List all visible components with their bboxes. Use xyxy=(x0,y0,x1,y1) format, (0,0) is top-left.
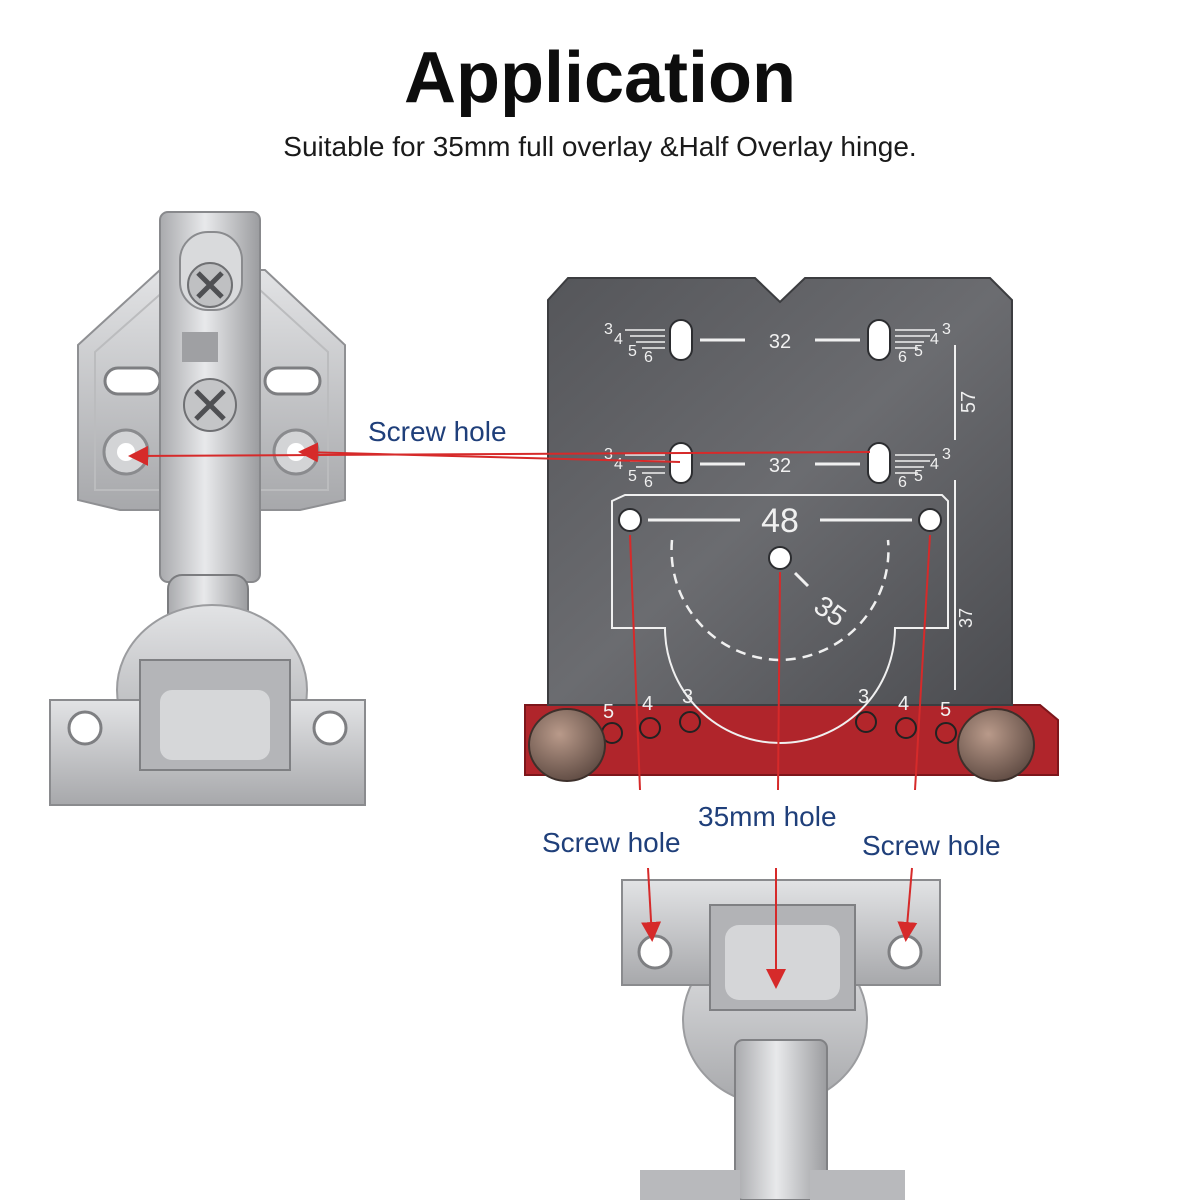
bottom-right-label-5: 5 xyxy=(940,699,951,721)
spacing-label-middle: 32 xyxy=(769,455,791,477)
scale-top-left-6: 6 xyxy=(644,349,653,366)
left-hinge xyxy=(49,211,366,806)
bottom-hinge-screw-hole xyxy=(637,934,673,970)
arrow-screw-hole-left xyxy=(128,445,871,466)
stop-knob-left[interactable] xyxy=(528,708,606,782)
callout-screw-hole-top: Screw hole xyxy=(368,416,507,447)
arrow-screw-hole-bottom-left xyxy=(641,867,662,942)
scale-top-left-3: 3 xyxy=(604,321,613,338)
scale-top-right-6: 6 xyxy=(898,349,907,366)
scale-mid-left-5: 5 xyxy=(628,468,637,485)
arrow-screw-hole-right xyxy=(298,442,681,463)
drilling-template: 32 3 4 5 6 3 4 5 6 57 32 3 4 xyxy=(524,277,1059,782)
scale-mid-right-4: 4 xyxy=(930,456,939,473)
scale-top-left-4: 4 xyxy=(614,331,623,348)
arrow-screw-hole-bottom-right xyxy=(897,867,918,942)
scale-top-right-5: 5 xyxy=(914,343,923,360)
scale-mid-right-5: 5 xyxy=(914,468,923,485)
template-plate xyxy=(547,277,1013,706)
bottom-left-label-5: 5 xyxy=(603,701,614,723)
callout-35mm-hole: 35mm hole xyxy=(698,801,837,832)
spacing-label-48: 48 xyxy=(761,502,799,540)
guide-arrows xyxy=(128,442,931,989)
dimension-37: 37 xyxy=(956,608,976,628)
bottom-hole-row-right xyxy=(855,711,957,744)
stop-knob-right[interactable] xyxy=(957,708,1035,782)
scale-mid-left-4: 4 xyxy=(614,456,623,473)
scale-top-left-5: 5 xyxy=(628,343,637,360)
bottom-right-label-4: 4 xyxy=(898,693,909,715)
scale-mid-right-6: 6 xyxy=(898,474,907,491)
scale-top-right-3: 3 xyxy=(942,321,951,338)
bottom-left-label-3: 3 xyxy=(682,686,693,708)
dimension-57: 57 xyxy=(958,391,980,413)
callout-screw-hole-right: Screw hole xyxy=(862,830,1001,861)
bottom-hole-row-left xyxy=(601,711,701,744)
bottom-hinge-screw-hole xyxy=(887,934,923,970)
bottom-hinge xyxy=(621,879,941,1200)
spacing-label-top: 32 xyxy=(769,331,791,353)
callout-screw-hole-left: Screw hole xyxy=(542,827,681,858)
scale-top-right-4: 4 xyxy=(930,331,939,348)
bottom-left-label-4: 4 xyxy=(642,693,653,715)
page-subtitle: Suitable for 35mm full overlay &Half Ove… xyxy=(283,131,917,162)
scale-mid-left-3: 3 xyxy=(604,446,613,463)
scale-mid-right-3: 3 xyxy=(942,446,951,463)
page-title: Application xyxy=(404,38,796,118)
bottom-right-label-3: 3 xyxy=(858,686,869,708)
scale-mid-left-6: 6 xyxy=(644,474,653,491)
